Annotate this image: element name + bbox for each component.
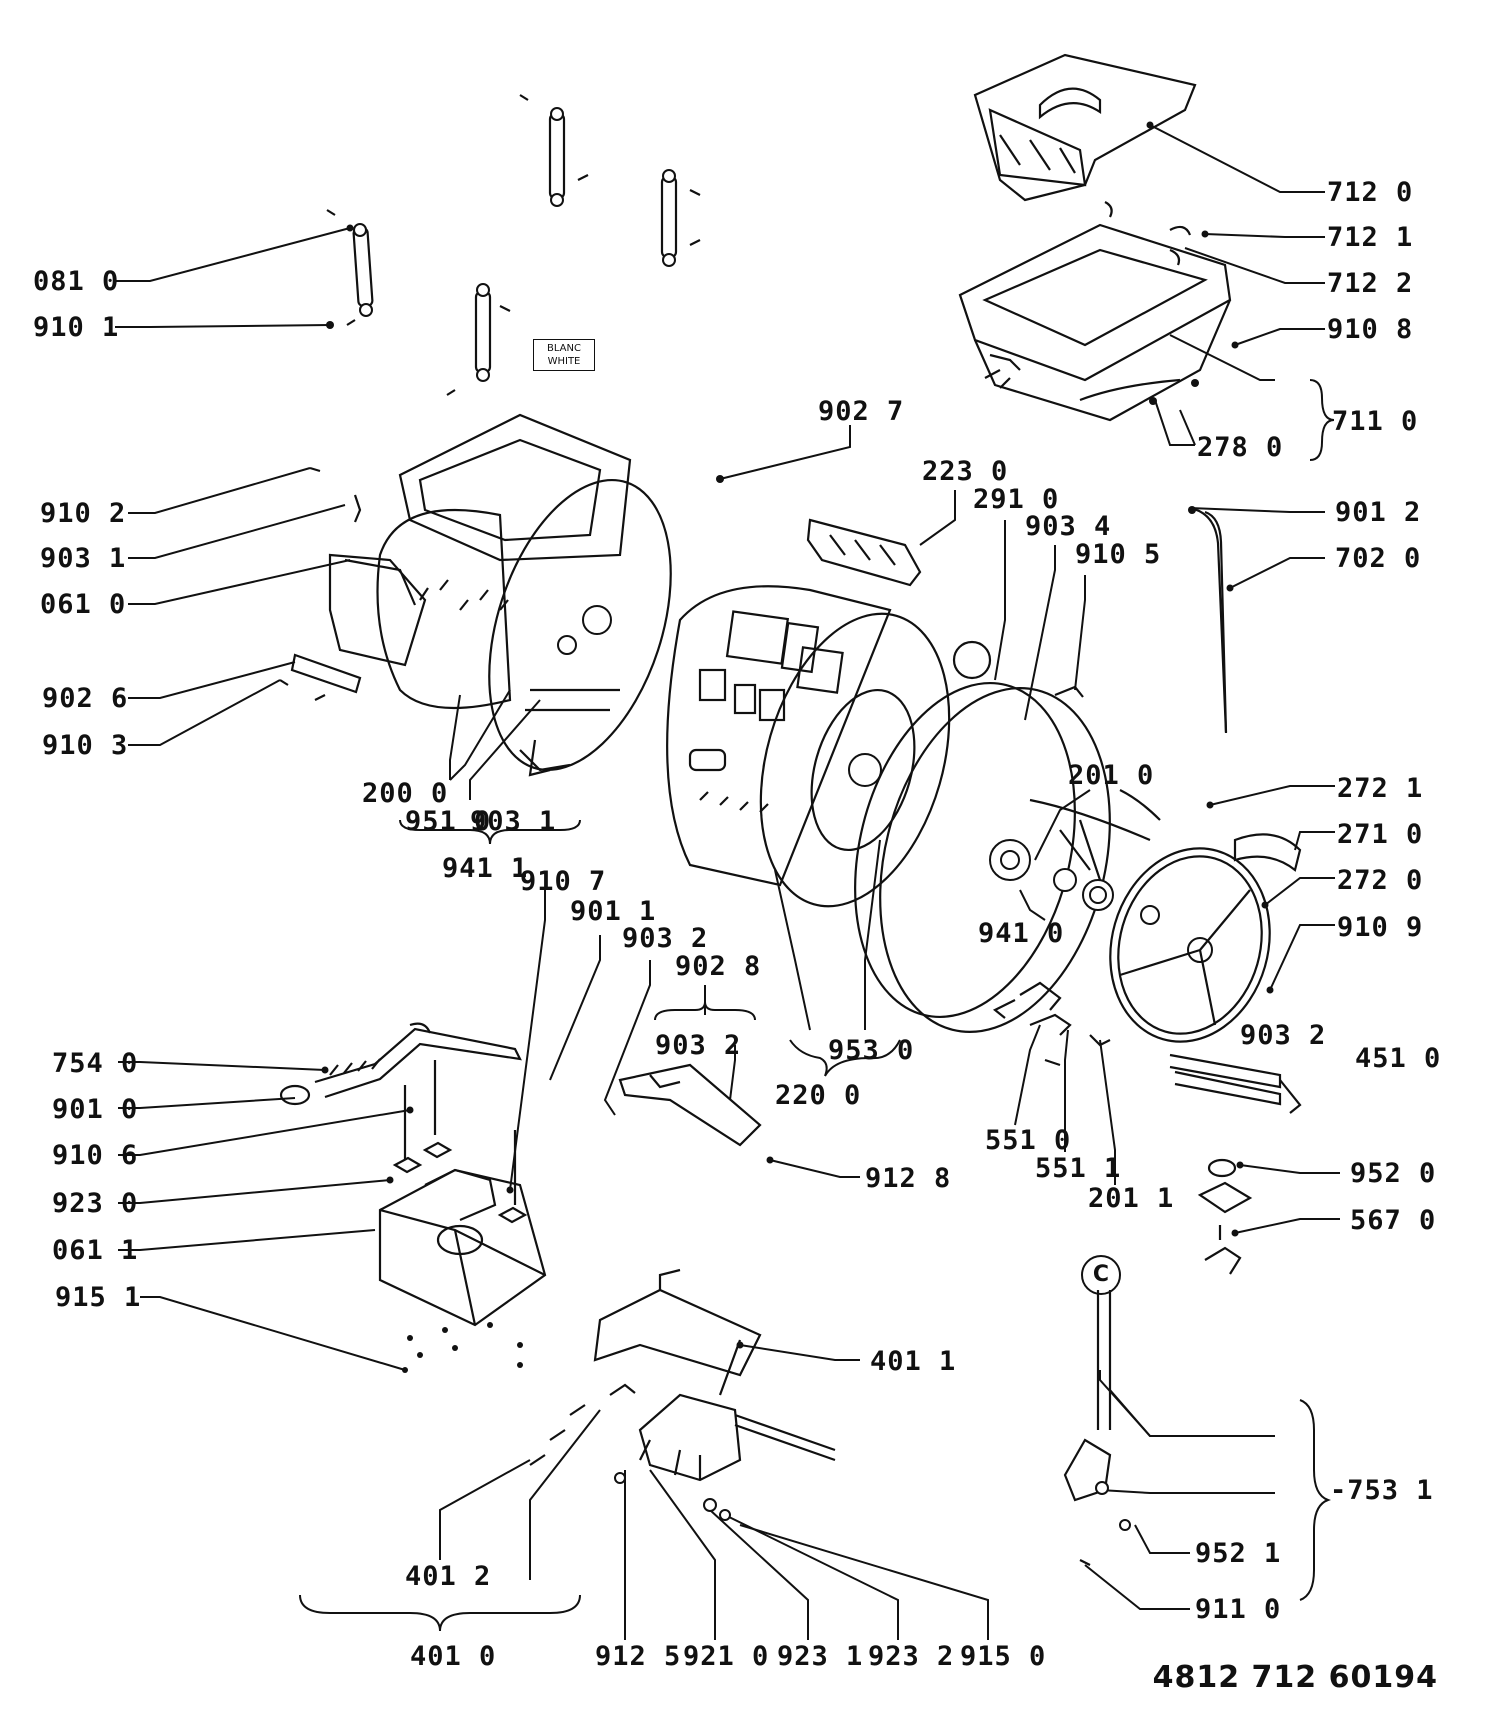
part-label-451-0: 451 0 — [1355, 1043, 1442, 1074]
part-label-912-5: 912 5 — [595, 1641, 682, 1672]
motor-part — [529, 1268, 836, 1521]
part-label-941-0: 941 0 — [978, 918, 1065, 949]
part-label-923-1: 923 1 — [777, 1641, 864, 1672]
part-label-753-1: -753 1 — [1330, 1475, 1434, 1506]
part-label-903-1: 903 1 — [40, 543, 127, 574]
part-label-712-1: 712 1 — [1327, 222, 1414, 253]
part-label-915-0: 915 0 — [960, 1641, 1047, 1672]
part-label-401-1: 401 1 — [870, 1346, 957, 1377]
part-label-953-0: 953 0 — [828, 1035, 915, 1066]
part-label-201-1: 201 1 — [1088, 1183, 1175, 1214]
part-label-912-8: 912 8 — [865, 1163, 952, 1194]
leader-lines — [115, 124, 1340, 1640]
part-label-711-0: 711 0 — [1332, 406, 1419, 437]
part-label-702-0: 702 0 — [1335, 543, 1422, 574]
part-label-551-1: 551 1 — [1035, 1153, 1122, 1184]
counterweight-front-part — [328, 553, 427, 667]
heater-element-part — [1169, 1053, 1302, 1114]
pulley-part — [1109, 833, 1302, 1043]
part-label-081-0: 081 0 — [33, 266, 120, 297]
part-label-278-0: 278 0 — [1197, 432, 1284, 463]
part-label-902-7: 902 7 — [818, 396, 905, 427]
part-label-201-0: 201 0 — [1068, 760, 1155, 791]
part-label-903-2-c: 903 2 — [1240, 1020, 1327, 1051]
document-number: 4812 712 60194 — [1152, 1660, 1438, 1695]
part-label-910-8: 910 8 — [1327, 314, 1414, 345]
part-label-061-1: 061 1 — [52, 1235, 139, 1266]
dispenser-lid-part — [973, 53, 1197, 202]
part-label-401-0: 401 0 — [410, 1641, 497, 1672]
part-label-754-0: 754 0 — [52, 1048, 139, 1079]
screw-dots — [402, 1322, 523, 1373]
part-label-271-0: 271 0 — [1337, 819, 1424, 850]
part-label-910-9: 910 9 — [1337, 912, 1424, 943]
part-label-291-0: 291 0 — [973, 484, 1060, 515]
dispenser-drawer-part — [958, 223, 1232, 422]
part-label-923-0: 923 0 — [52, 1188, 139, 1219]
part-label-910-6: 910 6 — [52, 1140, 139, 1171]
part-label-902-6: 902 6 — [42, 683, 129, 714]
part-label-901-1: 901 1 — [570, 896, 657, 927]
circle-c-mark: C — [1081, 1255, 1121, 1295]
part-label-712-2: 712 2 — [1327, 268, 1414, 299]
part-label-712-0: 712 0 — [1327, 177, 1414, 208]
part-label-911-0: 911 0 — [1195, 1594, 1282, 1625]
part-label-903-2: 903 2 — [622, 923, 709, 954]
part-label-551-0: 551 0 — [985, 1125, 1072, 1156]
part-label-567-0: 567 0 — [1350, 1205, 1437, 1236]
tag-line-2: WHITE — [547, 356, 581, 367]
part-label-952-1: 952 1 — [1195, 1538, 1282, 1569]
drain-hose-part — [279, 1022, 522, 1106]
part-label-061-0: 061 0 — [40, 589, 127, 620]
outer-tub-housing-part — [376, 413, 672, 777]
part-label-200-0: 200 0 — [362, 778, 449, 809]
part-label-401-2: 401 2 — [405, 1561, 492, 1592]
part-label-901-0: 901 0 — [52, 1094, 139, 1125]
counterweight-rear-part — [378, 1168, 547, 1327]
part-label-951-0: 951 0 — [405, 806, 492, 837]
part-label-223-0: 223 0 — [922, 456, 1009, 487]
part-label-910-3: 910 3 — [42, 730, 129, 761]
part-label-903-2-b: 903 2 — [655, 1030, 742, 1061]
part-label-902-8: 902 8 — [675, 951, 762, 982]
part-label-923-2: 923 2 — [868, 1641, 955, 1672]
part-label-272-1: 272 1 — [1337, 773, 1424, 804]
part-label-952-0: 952 0 — [1350, 1158, 1437, 1189]
part-label-910-5: 910 5 — [1075, 539, 1162, 570]
rear-tub-shell-part — [854, 640, 1161, 1033]
part-label-941-1: 941 1 — [442, 853, 529, 884]
part-label-921-0: 921 0 — [683, 1641, 770, 1672]
part-label-220-0: 220 0 — [775, 1080, 862, 1111]
part-label-903-4: 903 4 — [1025, 511, 1112, 542]
part-label-910-1: 910 1 — [33, 312, 120, 343]
part-label-910-7: 910 7 — [520, 866, 607, 897]
part-label-903-1-b: 903 1 — [470, 806, 557, 837]
tag-line-1: BLANC — [547, 343, 581, 354]
part-label-915-1: 915 1 — [55, 1282, 142, 1313]
drum-part — [666, 585, 951, 908]
part-label-901-2: 901 2 — [1335, 497, 1422, 528]
shock-absorber-parts — [326, 94, 701, 396]
color-tag: BLANC WHITE — [533, 339, 595, 371]
pressure-switch-part — [1063, 1290, 1131, 1566]
leader-dots — [321, 121, 1274, 1349]
part-label-910-2: 910 2 — [40, 498, 127, 529]
part-label-272-0: 272 0 — [1337, 865, 1424, 896]
